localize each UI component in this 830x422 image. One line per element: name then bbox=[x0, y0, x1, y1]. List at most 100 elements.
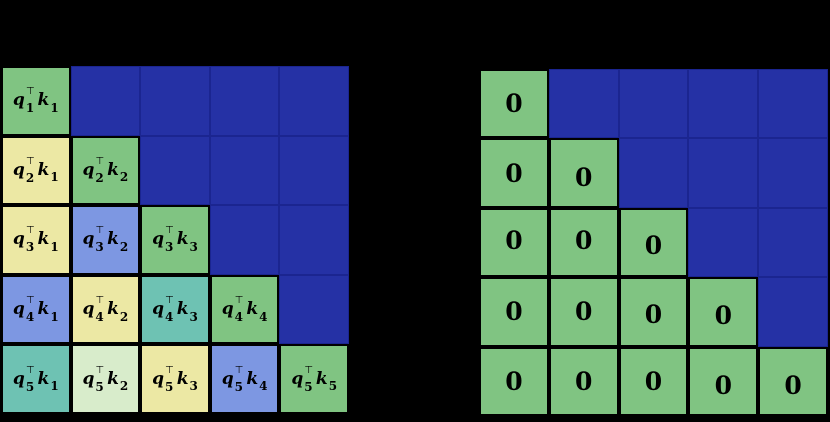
transpose-icon: ⊤ bbox=[25, 86, 35, 98]
q-symbol: q bbox=[82, 229, 95, 250]
q-symbol: q bbox=[82, 159, 95, 180]
transpose-icon: ⊤ bbox=[25, 364, 35, 376]
q-index: 4 bbox=[95, 310, 104, 325]
transpose-subscript-stack: ⊤5 bbox=[165, 365, 174, 394]
zero-value: 0 bbox=[505, 225, 523, 255]
zero-value: 0 bbox=[644, 300, 663, 330]
k-symbol: k bbox=[176, 299, 189, 320]
transpose-icon: ⊤ bbox=[165, 225, 174, 237]
k-symbol: k bbox=[107, 229, 119, 250]
q-symbol: q bbox=[12, 368, 25, 389]
k-symbol: k bbox=[176, 368, 189, 389]
k-index: 2 bbox=[119, 170, 129, 185]
k-index: 1 bbox=[50, 100, 59, 115]
k-symbol: k bbox=[246, 368, 259, 389]
q-symbol: q bbox=[152, 368, 164, 389]
transpose-icon: ⊤ bbox=[234, 364, 244, 376]
q-symbol: q bbox=[12, 90, 25, 111]
zero-value: 0 bbox=[644, 230, 663, 260]
q-index: 4 bbox=[165, 310, 174, 325]
q-index: 5 bbox=[165, 379, 174, 394]
transpose-icon: ⊤ bbox=[25, 155, 35, 167]
zero-cell-r5c4: 0 bbox=[688, 346, 759, 416]
transpose-subscript-stack: ⊤5 bbox=[234, 364, 244, 393]
masked-cell-r1c2 bbox=[70, 66, 141, 136]
masked-cell-r1c4 bbox=[209, 66, 280, 136]
masked-cell-r2c5 bbox=[758, 138, 828, 208]
zero-cell-r5c5: 0 bbox=[758, 346, 828, 416]
transpose-icon: ⊤ bbox=[95, 295, 105, 307]
masked-cell-r2c3 bbox=[140, 135, 210, 206]
k-symbol: k bbox=[176, 229, 189, 250]
q-index: 3 bbox=[165, 240, 174, 255]
k-index: 5 bbox=[328, 379, 338, 394]
k-symbol: k bbox=[37, 368, 50, 389]
transpose-icon: ⊤ bbox=[25, 295, 35, 307]
transpose-subscript-stack: ⊤3 bbox=[95, 225, 105, 255]
transpose-icon: ⊤ bbox=[95, 225, 105, 237]
zero-cell-r4c2: 0 bbox=[548, 277, 619, 347]
q-symbol: q bbox=[221, 368, 234, 389]
q-symbol: q bbox=[12, 299, 25, 320]
q-index: 4 bbox=[25, 310, 35, 325]
k-symbol: k bbox=[107, 159, 119, 180]
masked-cell-r1c5 bbox=[279, 66, 349, 136]
transpose-subscript-stack: ⊤2 bbox=[95, 155, 105, 184]
q-index: 3 bbox=[95, 240, 104, 255]
transpose-icon: ⊤ bbox=[165, 295, 174, 307]
q-index: 2 bbox=[25, 170, 35, 185]
masked-cell-r3c5 bbox=[279, 205, 349, 275]
k-symbol: k bbox=[37, 159, 50, 180]
transpose-subscript-stack: ⊤4 bbox=[25, 295, 35, 325]
q-symbol: q bbox=[82, 299, 95, 320]
k-index: 1 bbox=[50, 239, 59, 254]
zero-value: 0 bbox=[505, 158, 523, 188]
zero-cell-r5c3: 0 bbox=[618, 346, 689, 416]
transpose-subscript-stack: ⊤5 bbox=[95, 365, 104, 394]
transpose-subscript-stack: ⊤5 bbox=[304, 365, 313, 394]
q-symbol: q bbox=[152, 229, 164, 250]
k-index: 2 bbox=[119, 379, 129, 394]
masked-cell-r4c5 bbox=[279, 274, 349, 345]
transpose-subscript-stack: ⊤4 bbox=[95, 295, 105, 325]
masked-cell-r2c4 bbox=[688, 138, 759, 208]
transpose-subscript-stack: ⊤4 bbox=[165, 295, 174, 325]
k-symbol: k bbox=[107, 368, 119, 389]
zero-value: 0 bbox=[714, 370, 732, 400]
q-index: 1 bbox=[25, 101, 35, 116]
k-index: 3 bbox=[189, 239, 198, 254]
zero-cell-r4c4: 0 bbox=[688, 277, 759, 347]
zero-value: 0 bbox=[505, 297, 523, 327]
transpose-subscript-stack: ⊤3 bbox=[26, 226, 35, 254]
q-index: 5 bbox=[304, 379, 313, 394]
q-symbol: q bbox=[12, 159, 25, 180]
masked-cell-r3c5 bbox=[758, 207, 828, 278]
masked-cell-r1c3 bbox=[140, 66, 210, 136]
q-index: 5 bbox=[95, 379, 104, 394]
q-index: 5 bbox=[25, 379, 35, 394]
zero-cell-r3c1: 0 bbox=[479, 207, 549, 278]
transpose-subscript-stack: ⊤2 bbox=[25, 155, 35, 185]
transpose-icon: ⊤ bbox=[95, 155, 105, 167]
q-index: 4 bbox=[234, 310, 243, 325]
k-symbol: k bbox=[37, 229, 50, 250]
zero-cell-r2c2: 0 bbox=[548, 138, 619, 208]
zero-value: 0 bbox=[574, 366, 593, 396]
masked-cell-r1c2 bbox=[548, 69, 619, 139]
k-index: 1 bbox=[50, 170, 59, 185]
zero-cell-r2c1: 0 bbox=[479, 138, 549, 208]
zero-value: 0 bbox=[574, 297, 593, 327]
k-index: 1 bbox=[50, 379, 59, 394]
